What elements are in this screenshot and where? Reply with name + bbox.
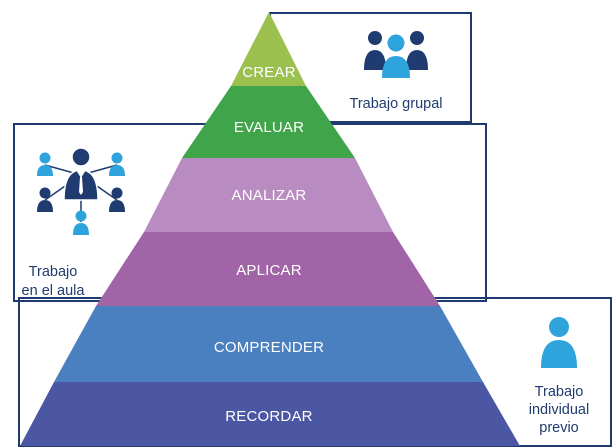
classroom-work-label-line2: en el aula: [22, 283, 86, 299]
level-label-recordar: RECORDAR: [225, 408, 312, 425]
pyramid-level-evaluar: [182, 86, 355, 158]
level-label-comprender: COMPRENDER: [214, 339, 324, 356]
pyramid-level-aplicar: [96, 232, 440, 306]
individual-work-label-line1: Trabajo: [535, 384, 584, 400]
level-label-aplicar: APLICAR: [236, 262, 302, 279]
group-people-icon: [364, 31, 428, 78]
pyramid-level-analizar: [144, 158, 393, 232]
teacher-network-icon: [37, 147, 125, 235]
individual-work-label-line3: previo: [539, 420, 579, 436]
individual-work-label-line2: individual: [529, 402, 589, 418]
pyramid-level-recordar: [20, 382, 520, 446]
pyramid-level-comprender: [54, 306, 483, 382]
pyramid-level-crear: [231, 12, 306, 86]
level-label-analizar: ANALIZAR: [232, 187, 307, 204]
group-work-label: Trabajo grupal: [350, 96, 443, 112]
classroom-work-label-line1: Trabajo: [29, 264, 78, 280]
person-icon: [541, 317, 577, 368]
level-label-crear: CREAR: [242, 64, 296, 81]
level-label-evaluar: EVALUAR: [234, 119, 304, 136]
